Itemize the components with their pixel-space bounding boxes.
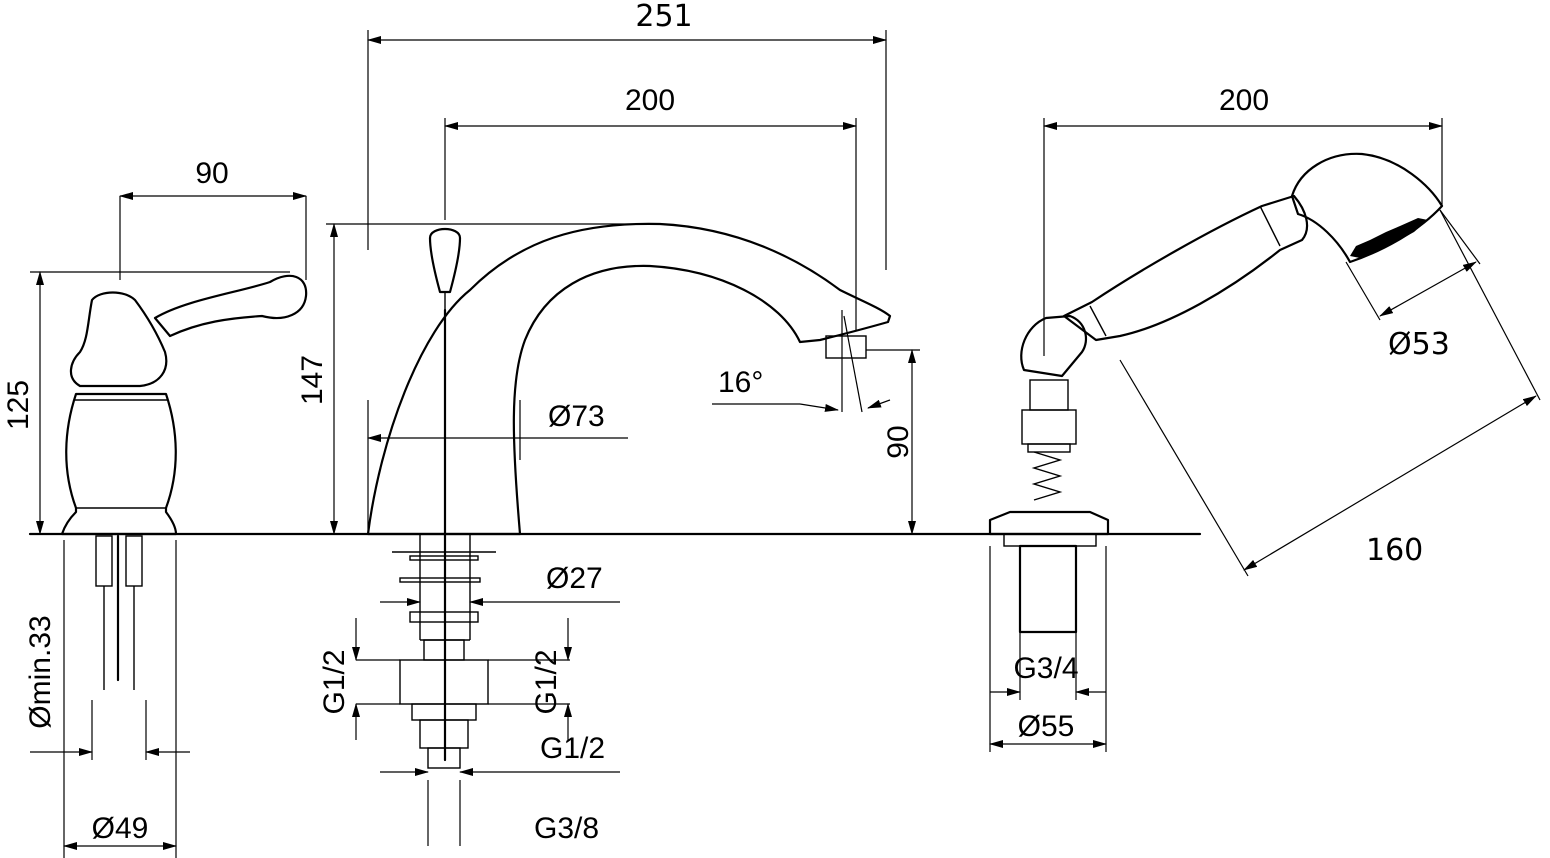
dim-49: Ø49 (92, 812, 149, 845)
dim-min33: Ømin.33 (24, 615, 57, 728)
dim-55: Ø55 (1018, 710, 1075, 743)
lever-valve (60, 274, 308, 690)
spout (366, 222, 892, 536)
dim-g12-bottom: G1/2 (540, 732, 605, 765)
dim-125: 125 (2, 380, 35, 430)
dim-200-hose: 200 (1219, 84, 1269, 117)
dim-g12-left: G1/2 (318, 649, 351, 714)
dim-g12-right: G1/2 (530, 649, 563, 714)
dim-73: Ø73 (548, 400, 605, 433)
dim-27: Ø27 (546, 562, 603, 595)
dim-53: Ø53 (1388, 327, 1450, 362)
spout-connector (392, 308, 496, 769)
dim-147: 147 (296, 355, 329, 405)
dim-160: 160 (1366, 533, 1423, 568)
dim-g34: G3/4 (1013, 652, 1078, 685)
dim-90-height: 90 (882, 425, 915, 458)
dim-90-lever: 90 (195, 157, 228, 190)
dim-251: 251 (635, 0, 692, 34)
dim-16-degree: 16° (718, 366, 763, 399)
hand-shower (988, 152, 1444, 634)
dim-200-spout: 200 (625, 84, 675, 117)
dim-g38: G3/8 (534, 812, 599, 845)
